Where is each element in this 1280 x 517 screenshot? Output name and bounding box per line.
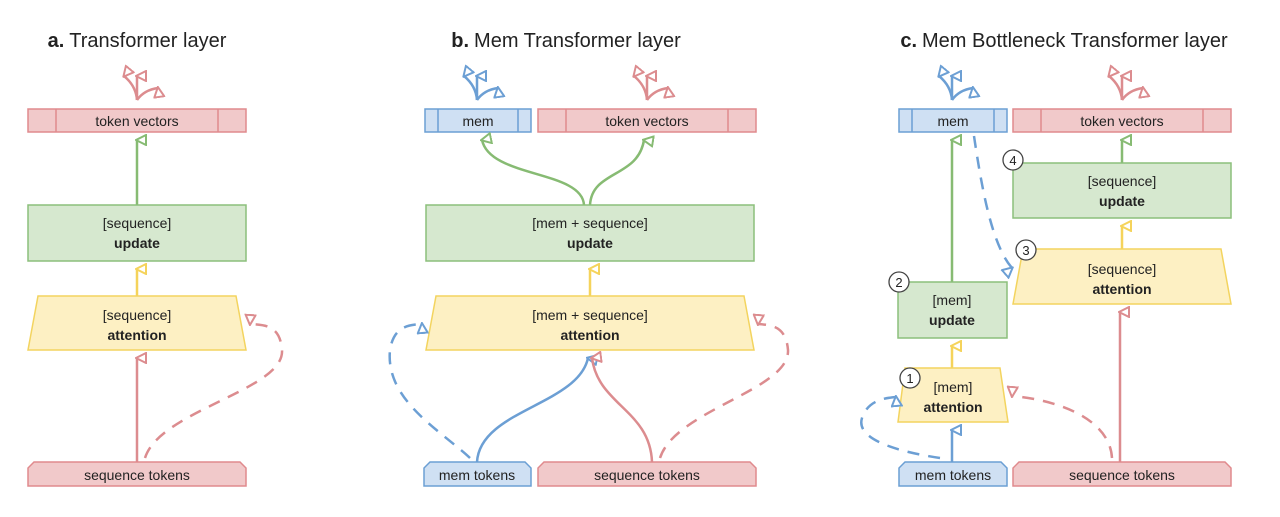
panel-c-seq-update-line2: update	[1099, 193, 1145, 209]
panel-c-mem-update-box: [mem] update	[897, 281, 1008, 339]
panel-c-seq-update-box: [sequence] update	[1012, 162, 1232, 219]
panel-c-mem-label: mem	[937, 113, 968, 129]
panel-a-update-line2: update	[114, 235, 160, 251]
svg-text:3: 3	[1022, 243, 1029, 258]
panel-b: b.Mem Transformer layer mem token vector…	[388, 30, 790, 487]
panel-a-sequence-tokens-label: sequence tokens	[84, 467, 190, 483]
svg-text:2: 2	[895, 275, 902, 290]
panel-a-attention-line2: attention	[107, 327, 166, 343]
panel-a-update-box: [sequence] update	[27, 204, 247, 262]
panel-b-sequence-tokens-label: sequence tokens	[594, 467, 700, 483]
panel-c-mem-tokens: mem tokens	[898, 461, 1008, 487]
panel-b-token-vectors-label: token vectors	[605, 113, 688, 129]
panel-c-seq-attention-line1: [sequence]	[1088, 261, 1157, 277]
panel-c-mem-to-seq-attention-dashed-arrow	[972, 135, 1012, 268]
panel-b-attention-box: [mem + sequence] attention	[425, 295, 755, 351]
panel-c-token-vectors: token vectors	[1012, 108, 1232, 133]
panel-a-token-vectors: token vectors	[27, 108, 247, 133]
panel-c-mem-update-line2: update	[929, 312, 975, 328]
panel-b-seq-dashed-arrow	[658, 324, 790, 459]
panel-c-token-output-arrows	[1109, 76, 1143, 101]
panel-a: a.Transformer layer token vectors [seque…	[27, 30, 284, 487]
panel-c-mem-attention-line2: attention	[923, 399, 982, 415]
panel-c-seq-attention-line2: attention	[1092, 281, 1151, 297]
panel-c-mem-bar: mem	[898, 108, 1008, 133]
panel-c-step-4-badge: 4	[1002, 149, 1024, 171]
panel-c-token-vectors-label: token vectors	[1080, 113, 1163, 129]
panel-c-mem-output-arrows	[939, 76, 973, 101]
panel-a-attention-line1: [sequence]	[103, 307, 172, 323]
panel-b-mem-dashed-arrow	[388, 324, 471, 459]
panel-b-update-box: [mem + sequence] update	[425, 204, 755, 262]
panel-b-seq-input-arrow	[592, 358, 654, 463]
panel-c-seq-attention-box: [sequence] attention	[1012, 248, 1232, 305]
panel-b-update-line2: update	[567, 235, 613, 251]
panel-b-mem-label: mem	[462, 113, 493, 129]
panel-b-sequence-tokens: sequence tokens	[537, 461, 757, 487]
panel-c-mem-tokens-label: mem tokens	[915, 467, 991, 483]
panel-b-mem-input-arrow	[475, 358, 588, 463]
svg-text:1: 1	[906, 371, 913, 386]
panel-c-mem-dashed-arrow	[860, 397, 941, 460]
panel-b-token-vectors: token vectors	[537, 108, 757, 133]
panel-b-update-line1: [mem + sequence]	[532, 215, 648, 231]
panel-b-attention-line2: attention	[560, 327, 619, 343]
panel-b-update-to-tokens-arrow	[588, 140, 644, 206]
panel-a-update-line1: [sequence]	[103, 215, 172, 231]
panel-c-mem-attention-line1: [mem]	[934, 379, 973, 395]
panel-c-step-1-badge: 1	[899, 367, 921, 389]
panel-b-update-to-mem-arrow	[482, 140, 586, 206]
panel-c: c.Mem Bottleneck Transformer layer mem t…	[860, 30, 1232, 487]
panel-a-token-vectors-label: token vectors	[95, 113, 178, 129]
panel-c-title: c.Mem Bottleneck Transformer layer	[900, 30, 1228, 52]
panel-c-mem-update-line1: [mem]	[933, 292, 972, 308]
panel-b-attention-line1: [mem + sequence]	[532, 307, 648, 323]
panel-b-mem-tokens-label: mem tokens	[439, 467, 515, 483]
panel-b-token-output-arrows	[634, 76, 668, 101]
panel-b-title: b.Mem Transformer layer	[451, 30, 681, 52]
panel-c-sequence-tokens-label: sequence tokens	[1069, 467, 1175, 483]
panel-c-seq-to-mem-attention-dashed-arrow	[1012, 396, 1114, 459]
panel-c-step-2-badge: 2	[888, 271, 910, 293]
panel-c-seq-update-line1: [sequence]	[1088, 173, 1157, 189]
panel-a-sequence-tokens: sequence tokens	[27, 461, 247, 487]
panel-a-title: a.Transformer layer	[48, 30, 227, 52]
panel-a-attention-box: [sequence] attention	[27, 295, 247, 351]
panel-b-mem-bar: mem	[424, 108, 532, 133]
panel-c-step-3-badge: 3	[1015, 239, 1037, 261]
panel-a-output-arrows	[124, 76, 158, 101]
panel-b-mem-tokens: mem tokens	[423, 461, 532, 487]
svg-text:4: 4	[1009, 153, 1016, 168]
panel-c-mem-attention-box: [mem] attention	[897, 367, 1009, 423]
panel-c-sequence-tokens: sequence tokens	[1012, 461, 1232, 487]
panel-b-mem-output-arrows	[464, 76, 498, 101]
